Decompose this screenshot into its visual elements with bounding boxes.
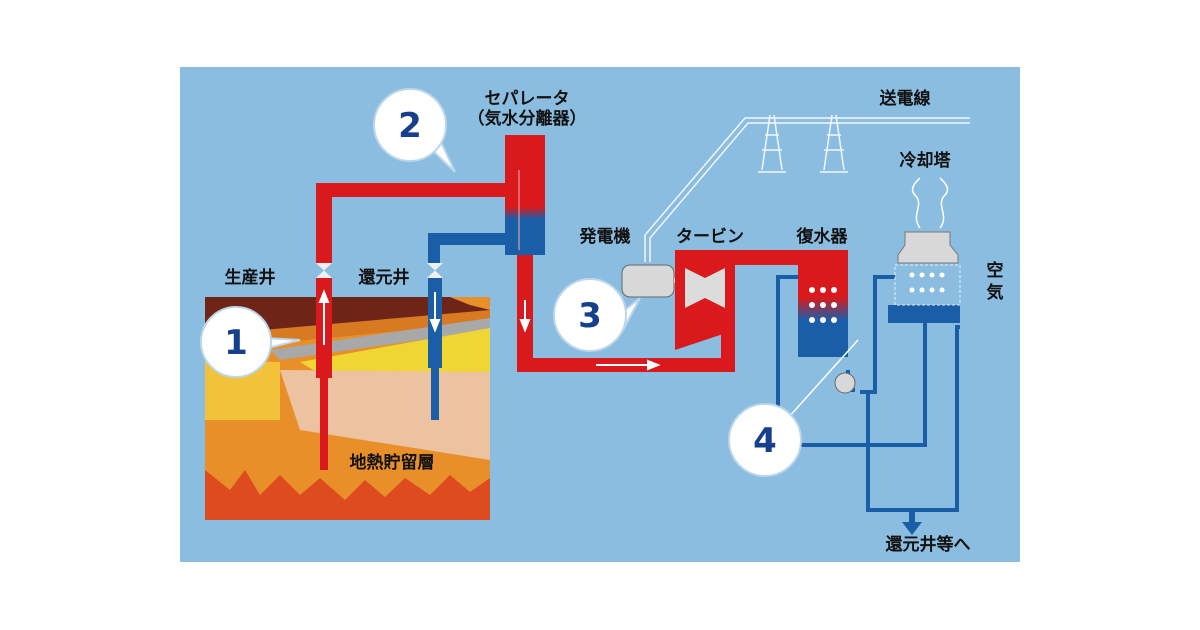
water-pipes	[428, 233, 960, 420]
condenser	[798, 265, 848, 357]
reinjection-well-label: 還元井	[359, 267, 410, 288]
arrow-down-icon	[902, 522, 922, 535]
turbine	[685, 268, 725, 308]
reservoir-label: 地熱貯留層	[350, 452, 435, 473]
callout-number: 4	[753, 421, 777, 461]
air-label: 空	[987, 260, 1004, 281]
callout-4	[728, 339, 859, 477]
transmission-line	[644, 114, 970, 262]
pump	[834, 372, 856, 394]
generator	[621, 264, 675, 298]
arrow-up-icon	[318, 289, 330, 345]
callout-2	[373, 88, 456, 173]
condenser-label: 復水器	[796, 226, 849, 247]
turbine-label: タービン	[676, 227, 744, 247]
to-reinjection-label: 還元井等へ	[886, 534, 971, 555]
callout-number: 3	[578, 296, 602, 336]
callout-number: 2	[398, 106, 422, 146]
pylon-icon	[820, 114, 848, 173]
production-well-label: 生産井	[225, 267, 276, 288]
transmission-line-label: 送電線	[880, 88, 931, 109]
air-label: 気	[986, 282, 1004, 303]
valve-icon	[427, 263, 443, 278]
generator-label: 発電機	[579, 226, 631, 247]
arrow-down-icon	[519, 300, 531, 333]
separator-label: セパレータ	[485, 89, 570, 109]
cooling-tower	[894, 177, 961, 306]
callout-number: 1	[224, 323, 248, 363]
callout-1	[200, 306, 301, 378]
separator	[505, 135, 545, 255]
valve-icon	[316, 263, 332, 278]
pylon-icon	[758, 114, 786, 173]
arrow-down-icon	[429, 292, 441, 333]
steam-plume-icon	[911, 177, 949, 229]
separator-sublabel: （気水分離器）	[468, 108, 587, 129]
cooling-tower-label: 冷却塔	[900, 150, 952, 171]
water-drops-icon	[809, 287, 837, 323]
callout-3	[553, 278, 641, 352]
arrow-right-icon	[596, 359, 661, 371]
